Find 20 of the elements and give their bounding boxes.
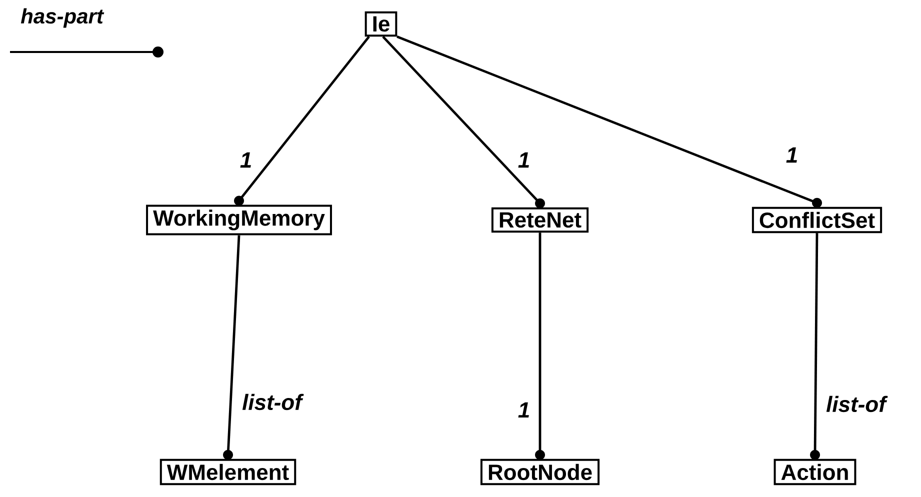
edge-label: 1 bbox=[238, 151, 254, 169]
connector bbox=[535, 232, 545, 460]
class-box: Ie bbox=[364, 11, 398, 37]
class-box: RootNode bbox=[480, 458, 600, 486]
edge-label: list-of bbox=[825, 394, 888, 414]
class-box: ConflictSet bbox=[752, 206, 882, 234]
edge-label: 1 bbox=[516, 151, 532, 169]
connector bbox=[234, 36, 370, 206]
class-box: ReteNet bbox=[491, 207, 589, 233]
class-box: Action bbox=[774, 458, 856, 486]
edge-label: 1 bbox=[784, 146, 800, 164]
class-box: WorkingMemory bbox=[146, 204, 332, 236]
edge-label: 1 bbox=[516, 401, 532, 419]
legend-label: has-part bbox=[20, 8, 104, 28]
connector bbox=[810, 233, 820, 460]
edge-label: list-of bbox=[241, 392, 304, 412]
connector bbox=[382, 36, 545, 208]
connector bbox=[223, 235, 240, 460]
class-box: WMelement bbox=[160, 458, 296, 486]
connector bbox=[396, 36, 822, 208]
